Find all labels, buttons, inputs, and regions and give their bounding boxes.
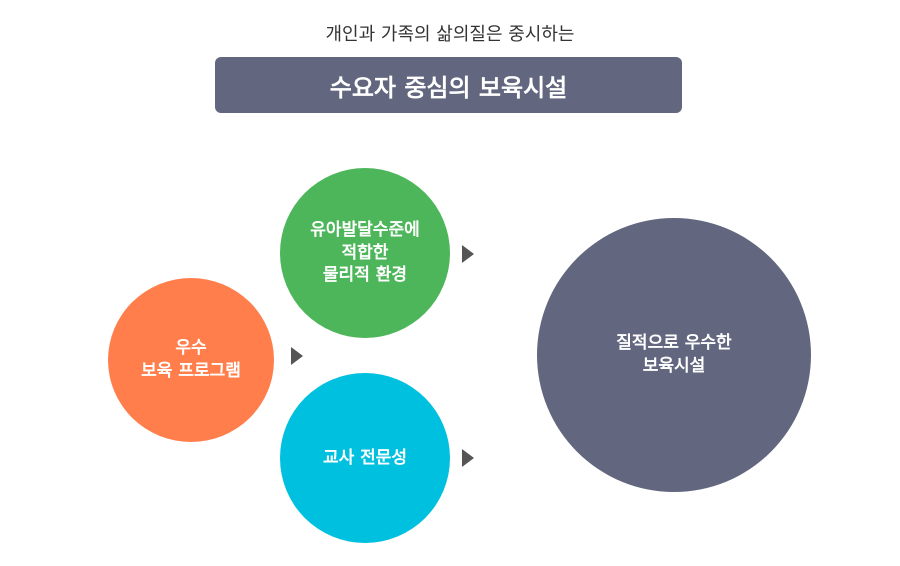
subtitle: 개인과 가족의 삶의질은 중시하는 xyxy=(325,24,575,45)
arrow-right-icon xyxy=(462,449,474,467)
title-banner: 수요자 중심의 보육시설 xyxy=(215,57,682,113)
node-text: 적합한 xyxy=(341,242,389,263)
node-text: 우수 xyxy=(175,338,207,359)
node-text: 교사 전문성 xyxy=(322,447,408,468)
node-text: 보육시설 xyxy=(642,356,706,376)
node-text: 유아발달수준에 xyxy=(310,219,420,240)
arrow-right-icon xyxy=(291,347,303,365)
arrow-right-icon xyxy=(462,245,474,263)
node-text: 질적으로 우수한 xyxy=(616,333,732,354)
title-text: 수요자 중심의 보육시설 xyxy=(329,73,568,102)
node-text: 물리적 환경 xyxy=(322,265,408,286)
node-teacher-expertise: 교사 전문성 xyxy=(280,373,450,543)
node-text: 보육 프로그램 xyxy=(141,361,241,381)
